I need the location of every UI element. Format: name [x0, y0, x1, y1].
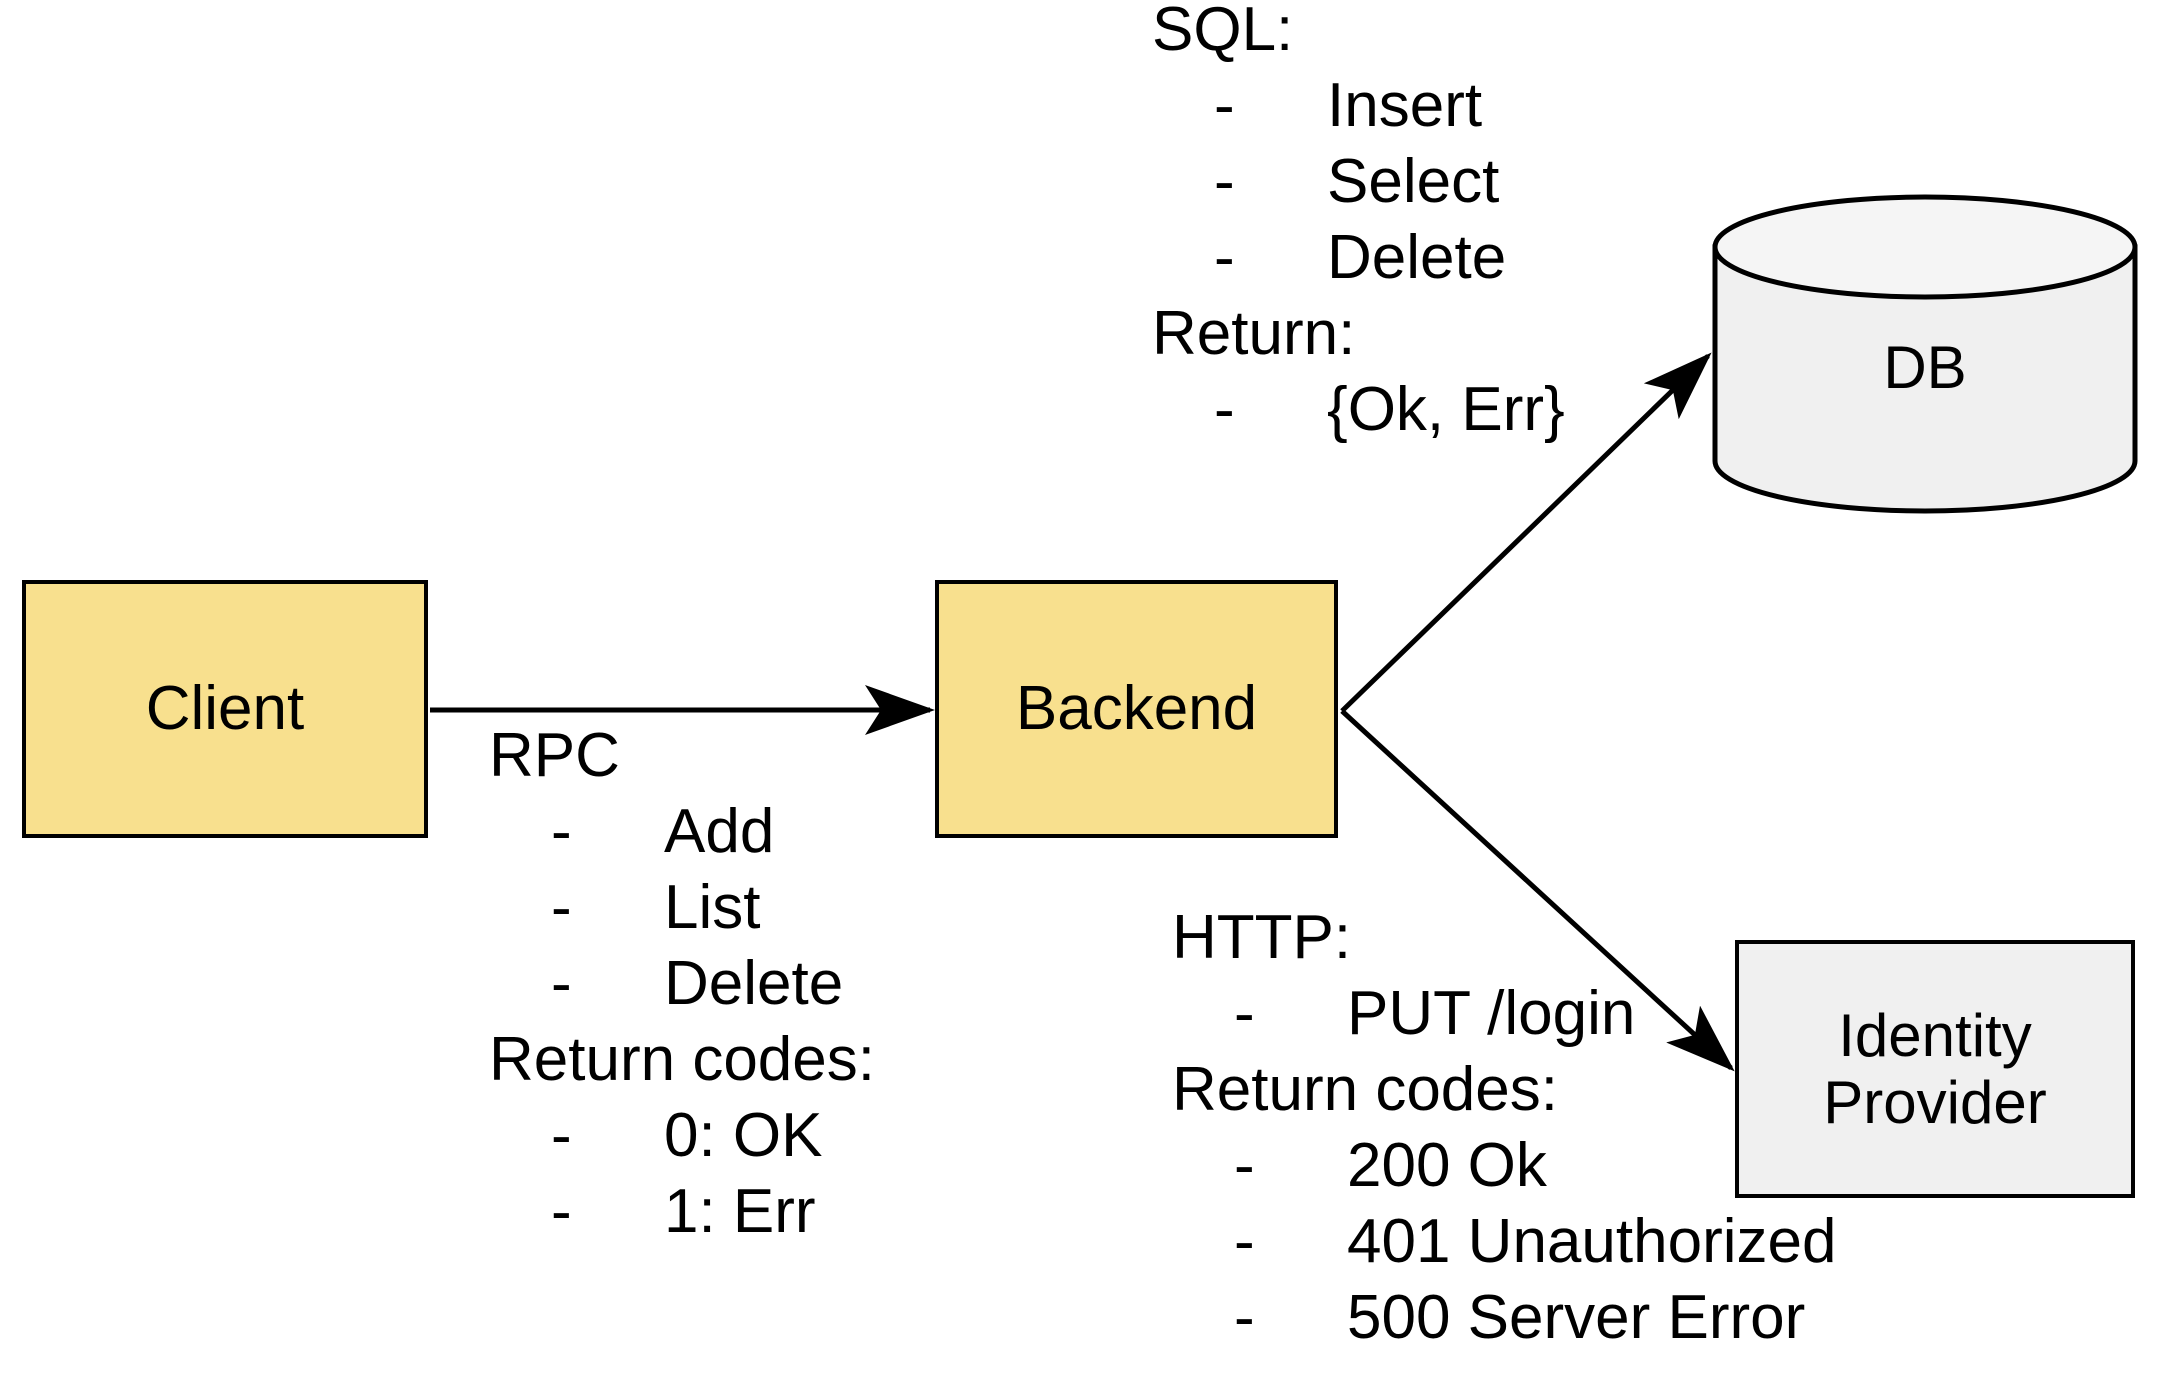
edge-backend-to-db [1340, 352, 1712, 713]
bullet-dash: - [551, 1101, 572, 1170]
annotation-rpc: RPC - Add - List - Delete Return codes: … [489, 718, 875, 1250]
bullet-dash: - [1234, 979, 1255, 1048]
annotation-sql: SQL: - Insert - Select - Delete Return: … [1152, 0, 1565, 448]
bullet-dash: - [1234, 1283, 1255, 1352]
annotation-sql-item-label: Delete [1327, 223, 1507, 292]
annotation-sql-item-label: Insert [1327, 71, 1483, 140]
annotation-rpc-item-label: Add [664, 797, 775, 866]
annotation-rpc-item: - Delete [489, 946, 875, 1022]
bullet-dash: - [1234, 1207, 1255, 1276]
annotation-http-item: - PUT /login [1172, 976, 1836, 1052]
annotation-sql-heading: SQL: [1152, 0, 1294, 64]
annotation-rpc-return-heading: Return codes: [489, 1025, 875, 1094]
bullet-dash: - [551, 1177, 572, 1246]
bullet-dash: - [1214, 71, 1235, 140]
annotation-rpc-return-item: - 1: Err [489, 1174, 875, 1250]
annotation-rpc-item: - Add [489, 794, 875, 870]
annotation-sql-item: - Delete [1152, 220, 1565, 296]
annotation-sql-return-heading: Return: [1152, 299, 1356, 368]
bullet-dash: - [551, 797, 572, 866]
annotation-http-heading: HTTP: [1172, 903, 1352, 972]
annotation-http-return-item-label: 500 Server Error [1347, 1283, 1806, 1352]
node-client[interactable]: Client [22, 580, 428, 838]
annotation-rpc-item-label: List [664, 873, 761, 942]
annotation-http-return-heading: Return codes: [1172, 1055, 1558, 1124]
node-db[interactable]: DB [1712, 194, 2138, 514]
annotation-sql-item-label: Select [1327, 147, 1500, 216]
annotation-rpc-return-item: - 0: OK [489, 1098, 875, 1174]
bullet-dash: - [551, 873, 572, 942]
node-backend[interactable]: Backend [935, 580, 1338, 838]
bullet-dash: - [1214, 223, 1235, 292]
edge-backend-to-identity-provider [1340, 709, 1735, 1072]
annotation-http-return-item-label: 200 Ok [1347, 1131, 1547, 1200]
annotation-rpc-return-item-label: 0: OK [664, 1101, 823, 1170]
annotation-rpc-item: - List [489, 870, 875, 946]
bullet-dash: - [551, 949, 572, 1018]
node-client-label: Client [145, 674, 305, 744]
annotation-http: HTTP: - PUT /login Return codes: - 200 O… [1172, 900, 1836, 1356]
node-backend-label: Backend [1015, 674, 1258, 744]
annotation-http-return-item: - 401 Unauthorized [1172, 1204, 1836, 1280]
bullet-dash: - [1214, 375, 1235, 444]
annotation-sql-item: - Insert [1152, 68, 1565, 144]
annotation-rpc-item-label: Delete [664, 949, 844, 1018]
annotation-http-return-item: - 200 Ok [1172, 1128, 1836, 1204]
bullet-dash: - [1234, 1131, 1255, 1200]
annotation-http-item-label: PUT /login [1347, 979, 1636, 1048]
annotation-sql-return-item-label: {Ok, Err} [1327, 375, 1565, 444]
node-db-label: DB [1883, 333, 1967, 401]
annotation-http-return-item-label: 401 Unauthorized [1347, 1207, 1837, 1276]
db-cylinder-shape [1712, 194, 2138, 514]
annotation-http-return-item: - 500 Server Error [1172, 1280, 1836, 1356]
bullet-dash: - [1214, 147, 1235, 216]
annotation-rpc-heading: RPC [489, 721, 620, 790]
node-identity-provider-label: Identity Provider [1823, 1002, 2046, 1136]
idp-label-line1: Identity [1838, 1001, 2032, 1069]
annotation-rpc-return-item-label: 1: Err [664, 1177, 816, 1246]
annotation-sql-item: - Select [1152, 144, 1565, 220]
idp-label-line2: Provider [1823, 1069, 2047, 1136]
annotation-sql-return-item: - {Ok, Err} [1152, 372, 1565, 448]
